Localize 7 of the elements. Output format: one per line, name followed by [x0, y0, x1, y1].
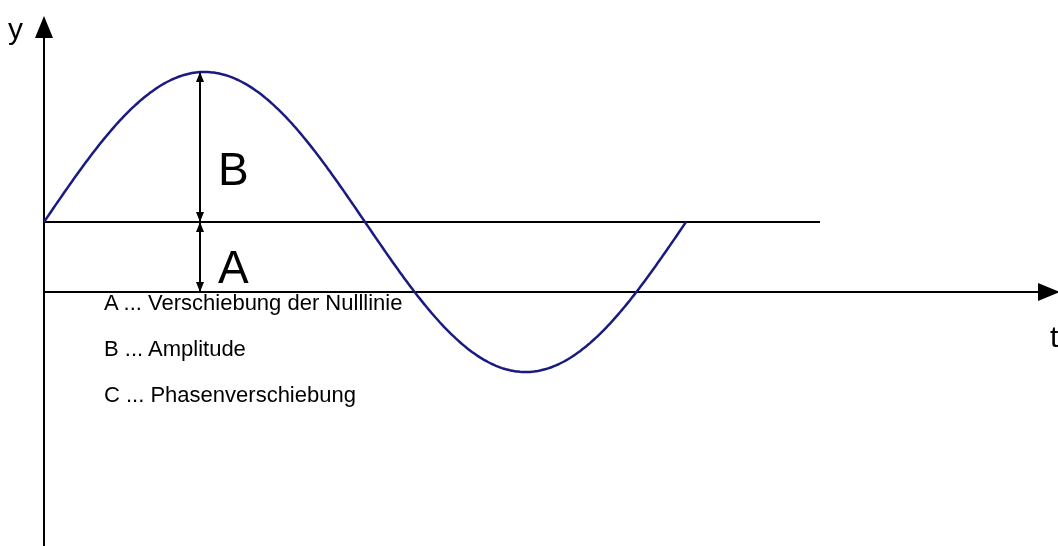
axis-label: y: [8, 14, 23, 44]
dimension-label: B: [218, 146, 249, 192]
legend-text: C ... Phasenverschiebung: [104, 384, 356, 406]
axis-label: t: [1050, 322, 1058, 352]
legend-text: B ... Amplitude: [104, 338, 246, 360]
dimension-label: A: [218, 244, 249, 290]
legend-text: A ... Verschiebung der Nulllinie: [104, 292, 403, 314]
